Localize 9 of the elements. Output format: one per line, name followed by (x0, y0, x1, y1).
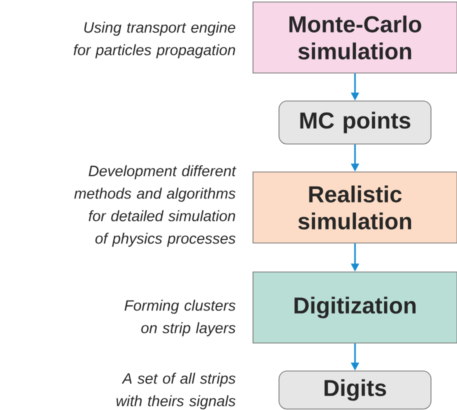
process-box: Monte-Carlo simulation (252, 2, 457, 74)
side-note: Forming clusters on strip layers (124, 300, 236, 336)
process-box: Realistic simulation (252, 172, 457, 244)
rounded-box: Digits (278, 370, 432, 410)
side-note: A set of all strips with theirs signals (116, 372, 236, 410)
rounded-box: MC points (278, 100, 432, 144)
side-note: Development different methods and algorithms for detailed simulation of physics processes (74, 165, 236, 247)
process-box: Digitization (252, 272, 457, 344)
side-note: Using transport engine for particles propagation (74, 22, 236, 58)
